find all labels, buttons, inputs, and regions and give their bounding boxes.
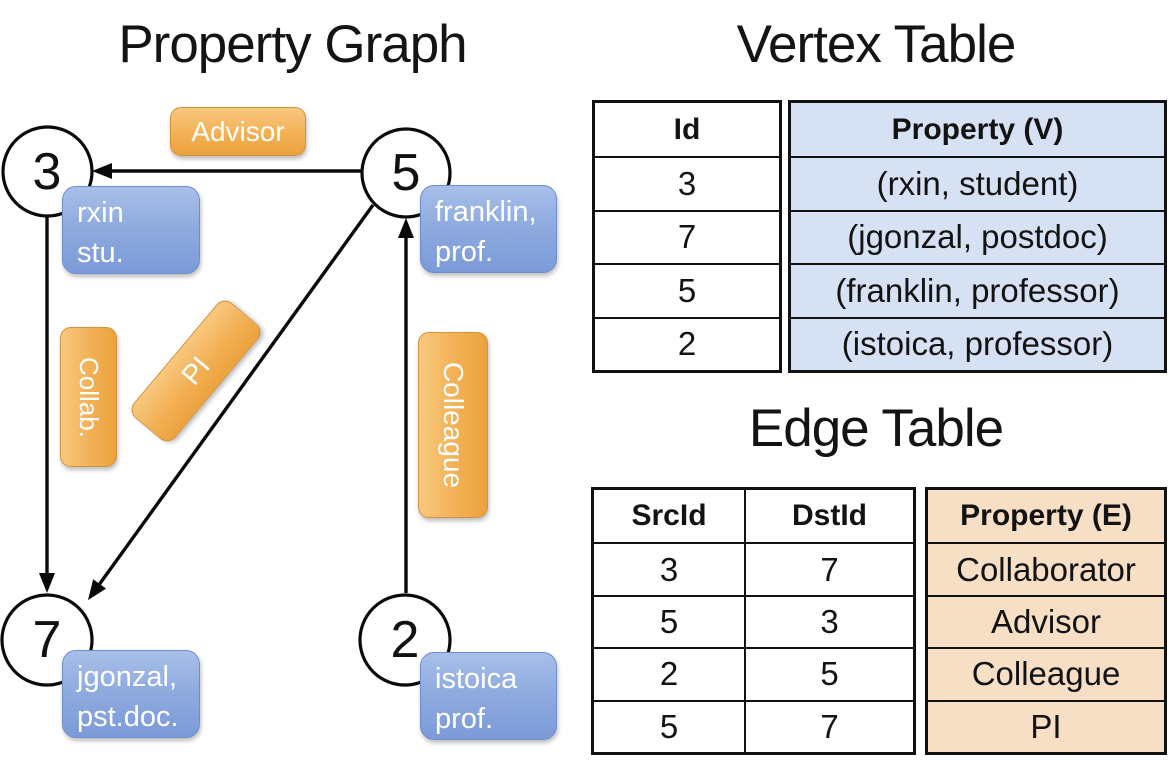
table-cell: (rxin, student) [791,156,1164,209]
table-cell: 2 [595,316,779,370]
table-cell: 7 [744,542,913,595]
vertex-table-header-property: Property (V) [891,112,1064,146]
table-cell: 2 [594,647,744,699]
edge-table-header-property: Property (E) [960,499,1132,533]
edge-table-src-dst-columns: SrcId DstId 3 7 5 3 2 5 5 7 [591,487,916,755]
vertex-label-rxin-line1: rxin [77,197,124,229]
edge-label-collab-text: Collab. [74,356,104,438]
vertex-table-title: Vertex Table [736,15,1017,74]
table-cell: 5 [595,263,779,316]
vertex-label-jgonzal-line1: jgonzal, [77,661,177,693]
table-cell: 5 [594,594,744,647]
vertex-label-istoica-line2: prof. [435,703,494,735]
table-cell: 5 [594,699,744,752]
table-cell: 3 [594,542,744,594]
table-cell: 3 [595,156,779,209]
table-cell: 5 [744,647,913,700]
edge-label-colleague-text: Colleague [438,361,470,489]
table-cell: 3 [744,594,913,648]
vertex-label-jgonzal-line2: pst.doc. [77,701,179,733]
edge-5-to-7 [87,204,375,601]
vertex-label-franklin: franklin, prof. [420,185,557,273]
edge-label-advisor: Advisor [170,107,306,156]
edge-table-title: Edge Table [748,399,1004,458]
table-cell: (jgonzal, postdoc) [791,209,1164,263]
vertex-label-jgonzal: jgonzal, pst.doc. [62,650,200,738]
edge-table-header-srcid: SrcId [631,499,707,533]
table-cell: Advisor [928,594,1164,647]
vertex-label-franklin-line1: franklin, [435,196,537,228]
table-cell: 7 [744,699,913,752]
vertex-label-franklin-line2: prof. [435,236,494,268]
node-3-id: 3 [32,143,62,201]
property-graph-title: Property Graph [118,15,467,74]
vertex-label-rxin: rxin stu. [62,186,200,274]
vertex-label-istoica-line1: istoica [435,663,518,695]
node-5-id: 5 [391,144,421,202]
node-7-id: 7 [32,611,62,669]
vertex-table-header-id: Id [673,112,701,146]
table-cell: (franklin, professor) [791,263,1164,316]
table-cell: Collaborator [928,542,1164,594]
vertex-table-id-column: Id 3 7 5 2 [592,100,782,373]
edge-label-collab: Collab. [60,327,117,467]
edge-label-colleague: Colleague [418,332,488,518]
table-cell: 7 [595,209,779,263]
edge-table-property-column: Property (E) Collaborator Advisor Collea… [925,487,1167,755]
table-cell: Colleague [928,647,1164,699]
node-2-id: 2 [390,611,420,669]
vertex-table-property-column: Property (V) (rxin, student) (jgonzal, p… [788,100,1167,373]
vertex-label-rxin-line2: stu. [77,237,124,269]
edge-table-header-dstid: DstId [744,490,913,543]
table-cell: PI [928,699,1164,752]
vertex-label-istoica: istoica prof. [420,652,557,740]
table-cell: (istoica, professor) [791,316,1164,370]
